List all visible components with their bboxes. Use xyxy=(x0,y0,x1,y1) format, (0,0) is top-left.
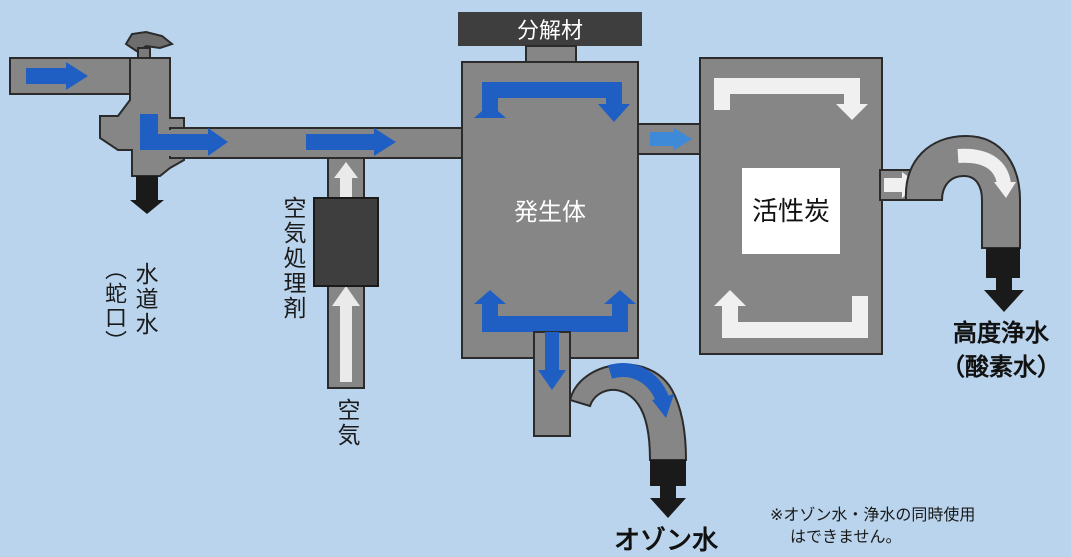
ozone-outlet-pipe xyxy=(533,331,688,518)
decomposer-label: 分解材 xyxy=(517,19,583,44)
usage-note-line2: はできません。 xyxy=(790,527,902,546)
arrow-down-icon xyxy=(130,200,164,214)
pure-water-outlet-pipe xyxy=(879,134,1024,312)
generator-label: 発生体 xyxy=(514,198,586,226)
pure-water-line2: （酸素水） xyxy=(941,353,1061,381)
activated-carbon-unit: 活性炭 xyxy=(699,57,883,355)
flow-arrow-icon xyxy=(674,128,692,150)
air-pipe xyxy=(313,157,379,389)
inlet-pipe xyxy=(9,57,151,95)
flow-arrow-icon xyxy=(482,316,628,332)
carbon-label: 活性炭 xyxy=(752,197,830,227)
arrow-down-icon xyxy=(984,290,1024,312)
usage-note: ※オゾン水・浄水の同時使用 はできません。 xyxy=(770,504,975,548)
connector-pipe xyxy=(637,123,701,155)
arrow-up-icon xyxy=(340,176,352,198)
arrow-up-icon xyxy=(340,304,352,382)
pure-water-label: 高度浄水 （酸素水） xyxy=(936,316,1066,384)
air-label: 空気 xyxy=(333,398,359,448)
generator-unit: 発生体 xyxy=(461,61,639,359)
tap-paren-label: （蛇口） xyxy=(101,258,126,354)
air-treatment-label: 空気処理剤 xyxy=(279,196,305,321)
main-pipe xyxy=(140,114,463,159)
ozone-water-label: オゾン水 xyxy=(614,526,719,556)
arrow-down-icon xyxy=(650,498,686,518)
air-treatment-cartridge xyxy=(313,197,379,287)
tap-water-label: 水道水 xyxy=(131,262,157,337)
flow-arrow-icon xyxy=(66,62,88,90)
pure-water-line1: 高度浄水 xyxy=(953,319,1049,347)
decomposer-unit: 分解材 xyxy=(458,12,642,63)
arrow-down-icon xyxy=(538,370,566,390)
usage-note-line1: ※オゾン水・浄水の同時使用 xyxy=(770,505,976,524)
flow-arrow-icon xyxy=(482,82,622,98)
flow-arrow-icon xyxy=(306,134,376,150)
flow-arrow-icon xyxy=(26,68,66,84)
